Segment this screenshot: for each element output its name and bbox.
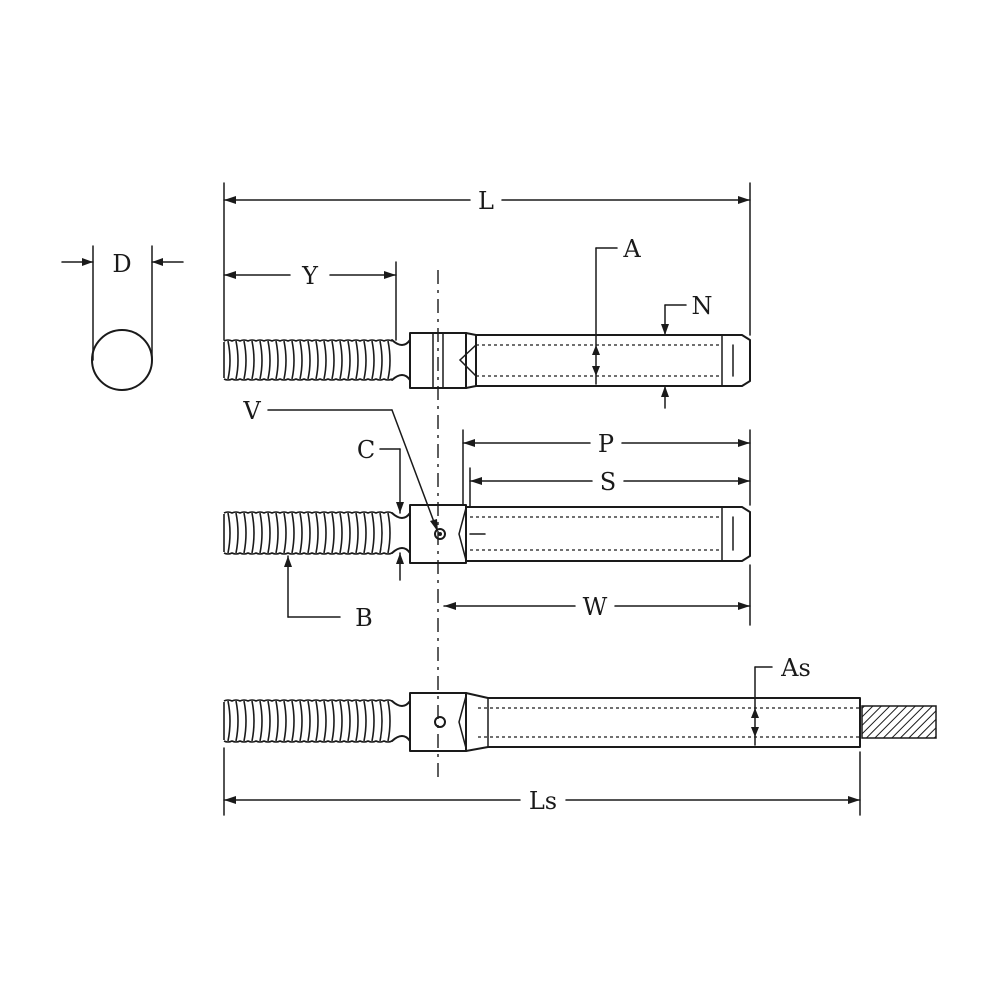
label-v: V (242, 397, 261, 425)
label-s: S (600, 468, 616, 496)
diameter-view: D (61, 245, 184, 391)
stud-middle (223, 504, 751, 564)
dimension-ls: Ls (223, 747, 861, 816)
dimension-c: C (357, 436, 404, 581)
label-c: C (357, 436, 375, 464)
dimension-y: Y (223, 261, 397, 341)
stud-top (223, 332, 751, 389)
label-p: P (598, 430, 614, 458)
label-a: A (622, 235, 641, 263)
label-ls: Ls (529, 787, 557, 815)
label-y: Y (301, 262, 319, 290)
label-w: W (583, 593, 608, 621)
label-l: L (478, 187, 494, 215)
dimension-b: B (284, 555, 373, 632)
dimension-s: S (469, 467, 751, 508)
label-d: D (112, 250, 131, 278)
dimension-n: N (661, 292, 713, 409)
label-n: N (692, 292, 713, 320)
stud-bottom (223, 692, 937, 752)
dimension-v: V (242, 397, 438, 532)
dimension-a: A (592, 235, 641, 385)
label-b: B (355, 604, 373, 632)
dimension-as: As (751, 654, 811, 746)
dimension-p: P (462, 429, 751, 506)
label-as: As (780, 654, 811, 682)
dimension-l: L (223, 182, 751, 341)
dimension-w: W (443, 564, 751, 626)
